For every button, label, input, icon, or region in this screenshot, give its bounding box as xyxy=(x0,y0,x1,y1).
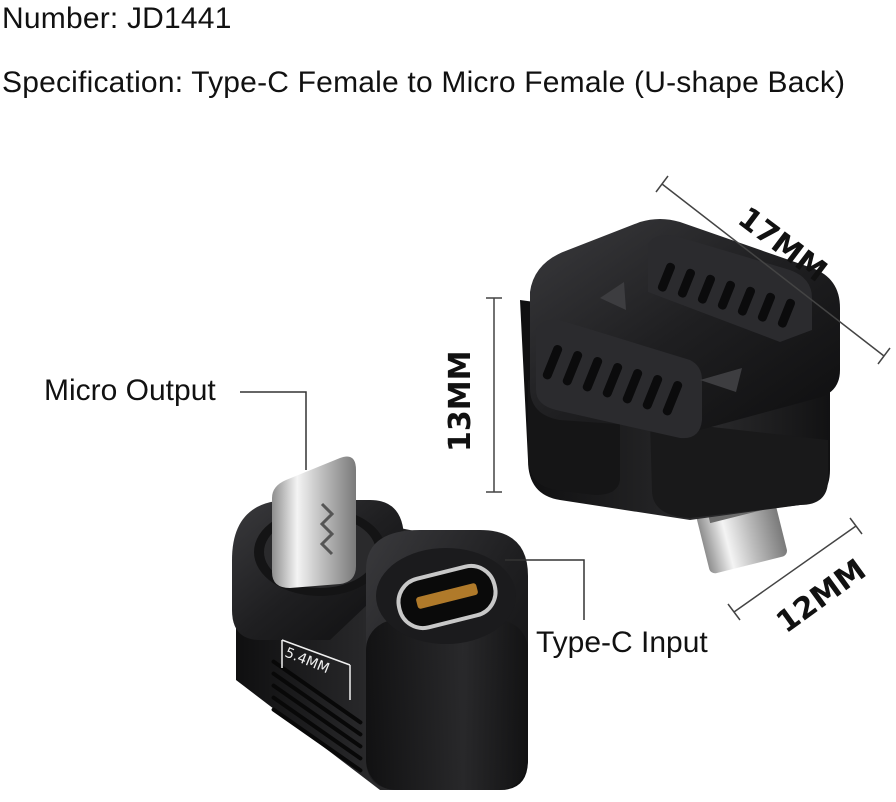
product-number: Number: JD1441 xyxy=(2,2,232,35)
height-dimension: 13MM xyxy=(443,297,502,493)
product-specification: Specification: Type-C Female to Micro Fe… xyxy=(2,66,846,99)
width-dimension-label: 12MM xyxy=(770,553,873,641)
adapter-front-view: 5.4MM xyxy=(232,456,528,790)
arrow-icon xyxy=(600,282,626,310)
type-c-input-label: Type-C Input xyxy=(536,626,708,659)
grip-ribs-upper xyxy=(657,262,796,328)
height-dimension-label: 13MM xyxy=(443,351,478,452)
grip-ribs-base xyxy=(271,659,363,773)
typec-callout-leader xyxy=(505,559,585,620)
type-c-port xyxy=(396,563,498,631)
adapter-back-view xyxy=(520,219,840,574)
grip-ribs-lower xyxy=(542,345,683,416)
micro-callout-leader xyxy=(240,391,307,470)
arrow-icon xyxy=(700,368,742,392)
micro-plug xyxy=(272,456,356,588)
micro-output-label: Micro Output xyxy=(44,374,216,407)
